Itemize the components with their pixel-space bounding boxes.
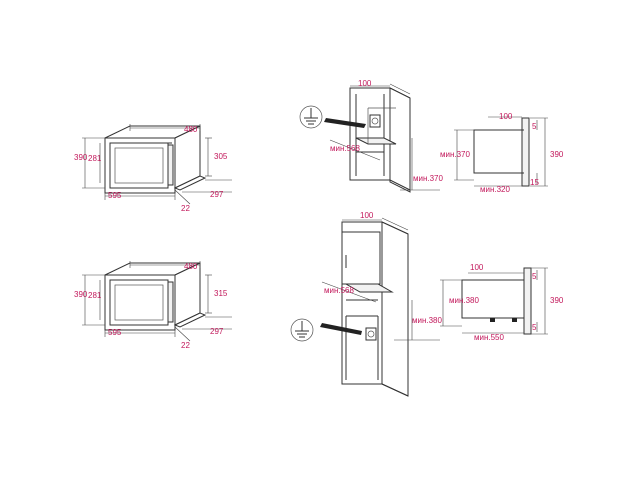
section-bottom-min-depth-label: мин.550 (474, 333, 505, 342)
oven-bottom-flange-label: 22 (181, 341, 190, 350)
oven-top-drawing (82, 124, 232, 205)
oven-bottom-drawing (82, 261, 232, 342)
cabinet-bottom-min-depth-label: мин.568 (324, 286, 355, 295)
oven-bottom-height-label: 390 (74, 290, 88, 299)
oven-top-width-label: 480 (184, 125, 198, 134)
section-bottom-height-label: 390 (550, 296, 564, 305)
section-top-top-gap-label: 5 (532, 122, 537, 131)
section-top-min-height-label: мин.370 (440, 150, 471, 159)
section-bottom-top-gap-label: 5 (532, 272, 537, 281)
oven-top-flange-label: 22 (181, 204, 190, 213)
section-bottom-drawing (440, 267, 548, 335)
oven-top-inner-height-label: 281 (88, 154, 102, 163)
oven-top-depth-label: 305 (214, 152, 228, 161)
section-top-height-label: 390 (550, 150, 564, 159)
oven-bottom-width-label: 480 (184, 262, 198, 271)
section-top-gap-label: 100 (499, 112, 513, 121)
section-top-min-depth-label: мин.320 (480, 185, 511, 194)
section-top-bottom-gap-label: 15 (530, 178, 539, 187)
oven-bottom-front-width-label: 595 (108, 328, 122, 337)
section-bottom-min-height-label: мин.380 (449, 296, 480, 305)
ground-symbol-icon (299, 105, 323, 129)
oven-top-front-width-label: 595 (108, 191, 122, 200)
oven-bottom-depth-label: 315 (214, 289, 228, 298)
oven-bottom-inner-height-label: 281 (88, 291, 102, 300)
cabinet-bottom-drawing (320, 217, 440, 397)
oven-top-height-label: 390 (74, 153, 88, 162)
section-bottom-gap-label: 100 (470, 263, 484, 272)
oven-top-side-depth-label: 297 (210, 190, 224, 199)
oven-bottom-side-depth-label: 297 (210, 327, 224, 336)
cabinet-top-min-height-label: мин.370 (413, 174, 444, 183)
cabinet-top-offset-label: 100 (358, 79, 372, 88)
cabinet-bottom-offset-label: 100 (360, 211, 374, 220)
section-bottom-bottom-gap-label: 5 (532, 323, 537, 332)
cabinet-top-drawing (324, 83, 440, 193)
ground-symbol-icon (290, 318, 314, 342)
cabinet-top-min-depth-label: мин.568 (330, 144, 361, 153)
cabinet-bottom-min-height-label: мин.380 (412, 316, 443, 325)
section-top-drawing (454, 116, 548, 187)
